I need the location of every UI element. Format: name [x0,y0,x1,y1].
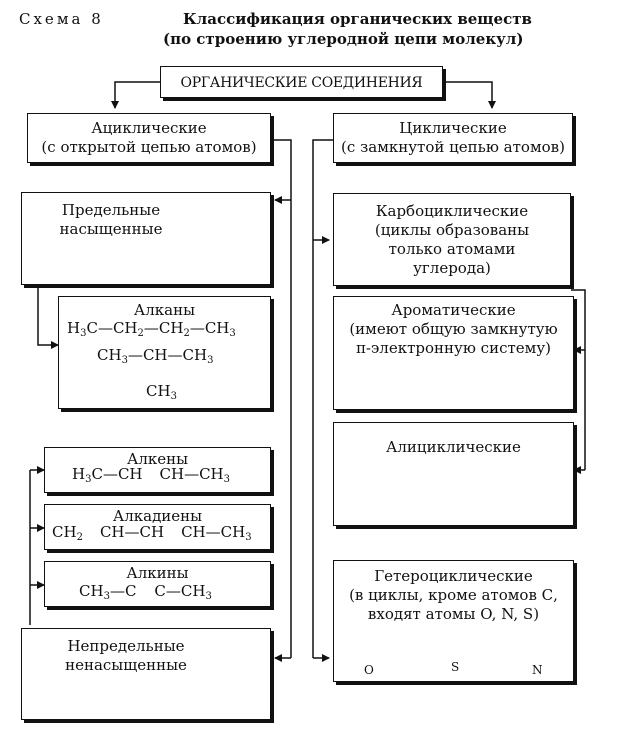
alkadienes-box: Алкадиены [44,504,271,550]
carbocyclic-title: Карбоциклические [375,202,529,220]
cyclic-subtitle: (с замкнутой цепью атомов) [341,138,565,156]
unsaturated-title: Непредельные [67,637,185,655]
unsaturated-subtitle: ненасыщенные [65,656,187,674]
furan-oxygen-label: O [364,663,374,677]
carbocyclic-line3: только атомами [388,240,516,258]
acyclic-box: Ациклические (с открытой цепью атомов) [27,113,271,163]
cyclic-box: Циклические (с замкнутой цепью атомов) [333,113,573,163]
saturated-subtitle: насыщенные [59,220,163,238]
acyclic-subtitle: (с открытой цепью атомов) [41,138,257,156]
alicyclic-title: Алициклические [386,438,521,456]
arrow-to-alkanes [37,285,59,349]
heterocyclic-box: Гетероциклические (в циклы, кроме атомов… [333,560,574,682]
alkenes-box: Алкены [44,447,271,493]
carbocyclic-bus [571,289,586,470]
diagram-title-line1: Классификация органических веществ [183,10,532,28]
carbocyclic-line4: углерода) [413,259,491,277]
alkynes-title: Алкины [126,564,189,582]
scheme-label: Схема 8 [19,10,104,28]
alkanes-formula-1: H3C—CH2—CH2—CH3 [67,319,236,339]
cyclic-title: Циклические [399,119,507,137]
root-box: ОРГАНИЧЕСКИЕ СОЕДИНЕНИЯ [160,66,443,98]
arrow-root-to-cyclic [443,81,496,109]
heterocyclic-line2: (в циклы, кроме атомов С, [349,586,558,604]
aromatic-box: Ароматические (имеют общую замкнутую π-э… [333,296,574,410]
acyclic-title: Ациклические [91,119,207,137]
thiophene-sulfur-label: S [451,660,460,674]
alkanes-box: Алканы [58,296,271,409]
alicyclic-box: Алициклические [333,422,574,526]
alkanes-formula-2: CH3—CH—CH3 [97,346,214,366]
aromatic-title: Ароматические [391,301,516,319]
aromatic-line3: π-электронную систему) [355,339,551,357]
alkanes-title: Алканы [133,301,196,319]
alkenes-title: Алкены [126,450,189,468]
heterocyclic-title: Гетероциклические [374,567,533,585]
acyclic-bus [271,139,292,658]
root-label: ОРГАНИЧЕСКИЕ СОЕДИНЕНИЯ [180,75,423,91]
cyclic-bus [312,139,333,658]
carbocyclic-box: Карбоциклические (циклы образованы тольк… [333,193,571,286]
saturated-box: Предельные насыщенные [21,192,271,285]
saturated-title: Предельные [61,201,161,219]
diagram-title-line2: (по строению углеродной цепи молекул) [163,30,524,48]
unsaturated-box: Непредельные ненасыщенные [21,628,271,720]
pyridine-nitrogen-label: N [532,663,543,677]
alkadienes-title: Алкадиены [112,507,203,525]
arrow-root-to-acyclic [111,81,160,109]
alkanes-formula-3: CH3 [146,382,177,402]
alkynes-box: Алкины [44,561,271,607]
carbocyclic-line2: (циклы образованы [374,221,530,239]
heterocyclic-line3: входят атомы O, N, S) [367,605,540,623]
aromatic-line2: (имеют общую замкнутую [349,320,558,338]
